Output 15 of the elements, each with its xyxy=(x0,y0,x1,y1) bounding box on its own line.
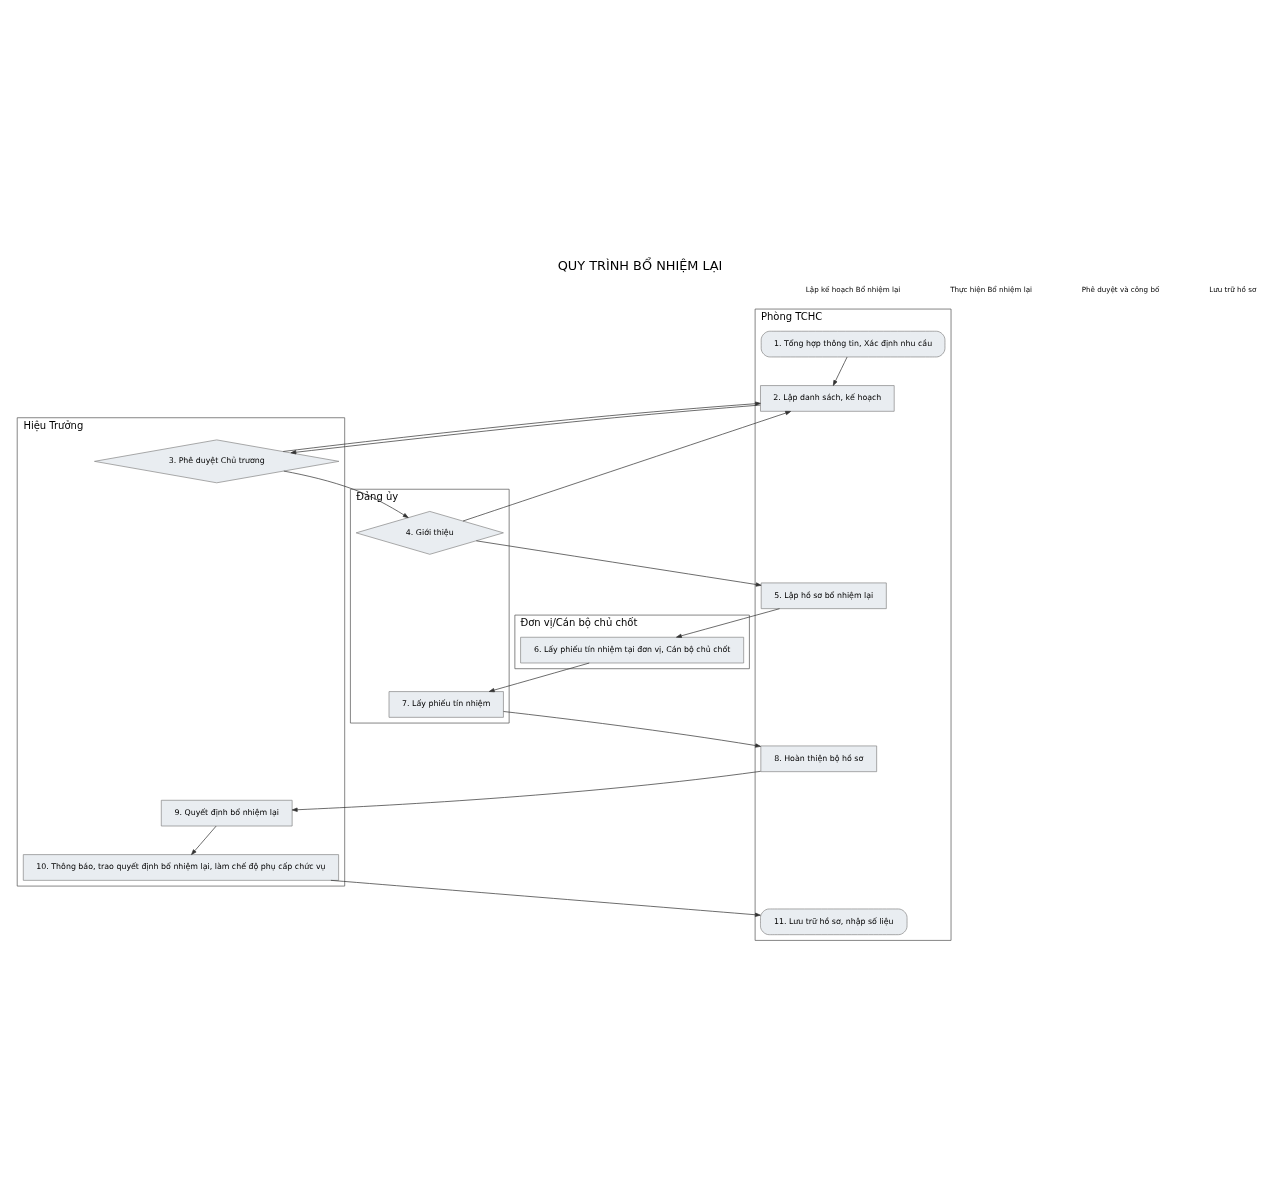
arrow xyxy=(330,880,761,917)
arrow xyxy=(832,356,848,386)
arrow xyxy=(283,470,409,518)
arrow xyxy=(475,540,762,587)
arrow xyxy=(462,411,791,522)
label: Thực hiện Bổ nhiệm lại xyxy=(950,284,1032,294)
label: Lưu trữ hồ sơ xyxy=(1209,284,1257,294)
label: Lập kế hoạch Bổ nhiệm lại xyxy=(805,284,901,294)
arrow xyxy=(676,608,780,638)
arrow xyxy=(488,662,590,693)
diagram-title: QUY TRÌNH BỔ NHIỆM LẠI xyxy=(557,258,723,274)
label: Phê duyệt và công bố xyxy=(1081,284,1160,294)
arrow xyxy=(191,825,217,855)
arrow xyxy=(291,770,761,812)
arrow xyxy=(503,711,761,748)
